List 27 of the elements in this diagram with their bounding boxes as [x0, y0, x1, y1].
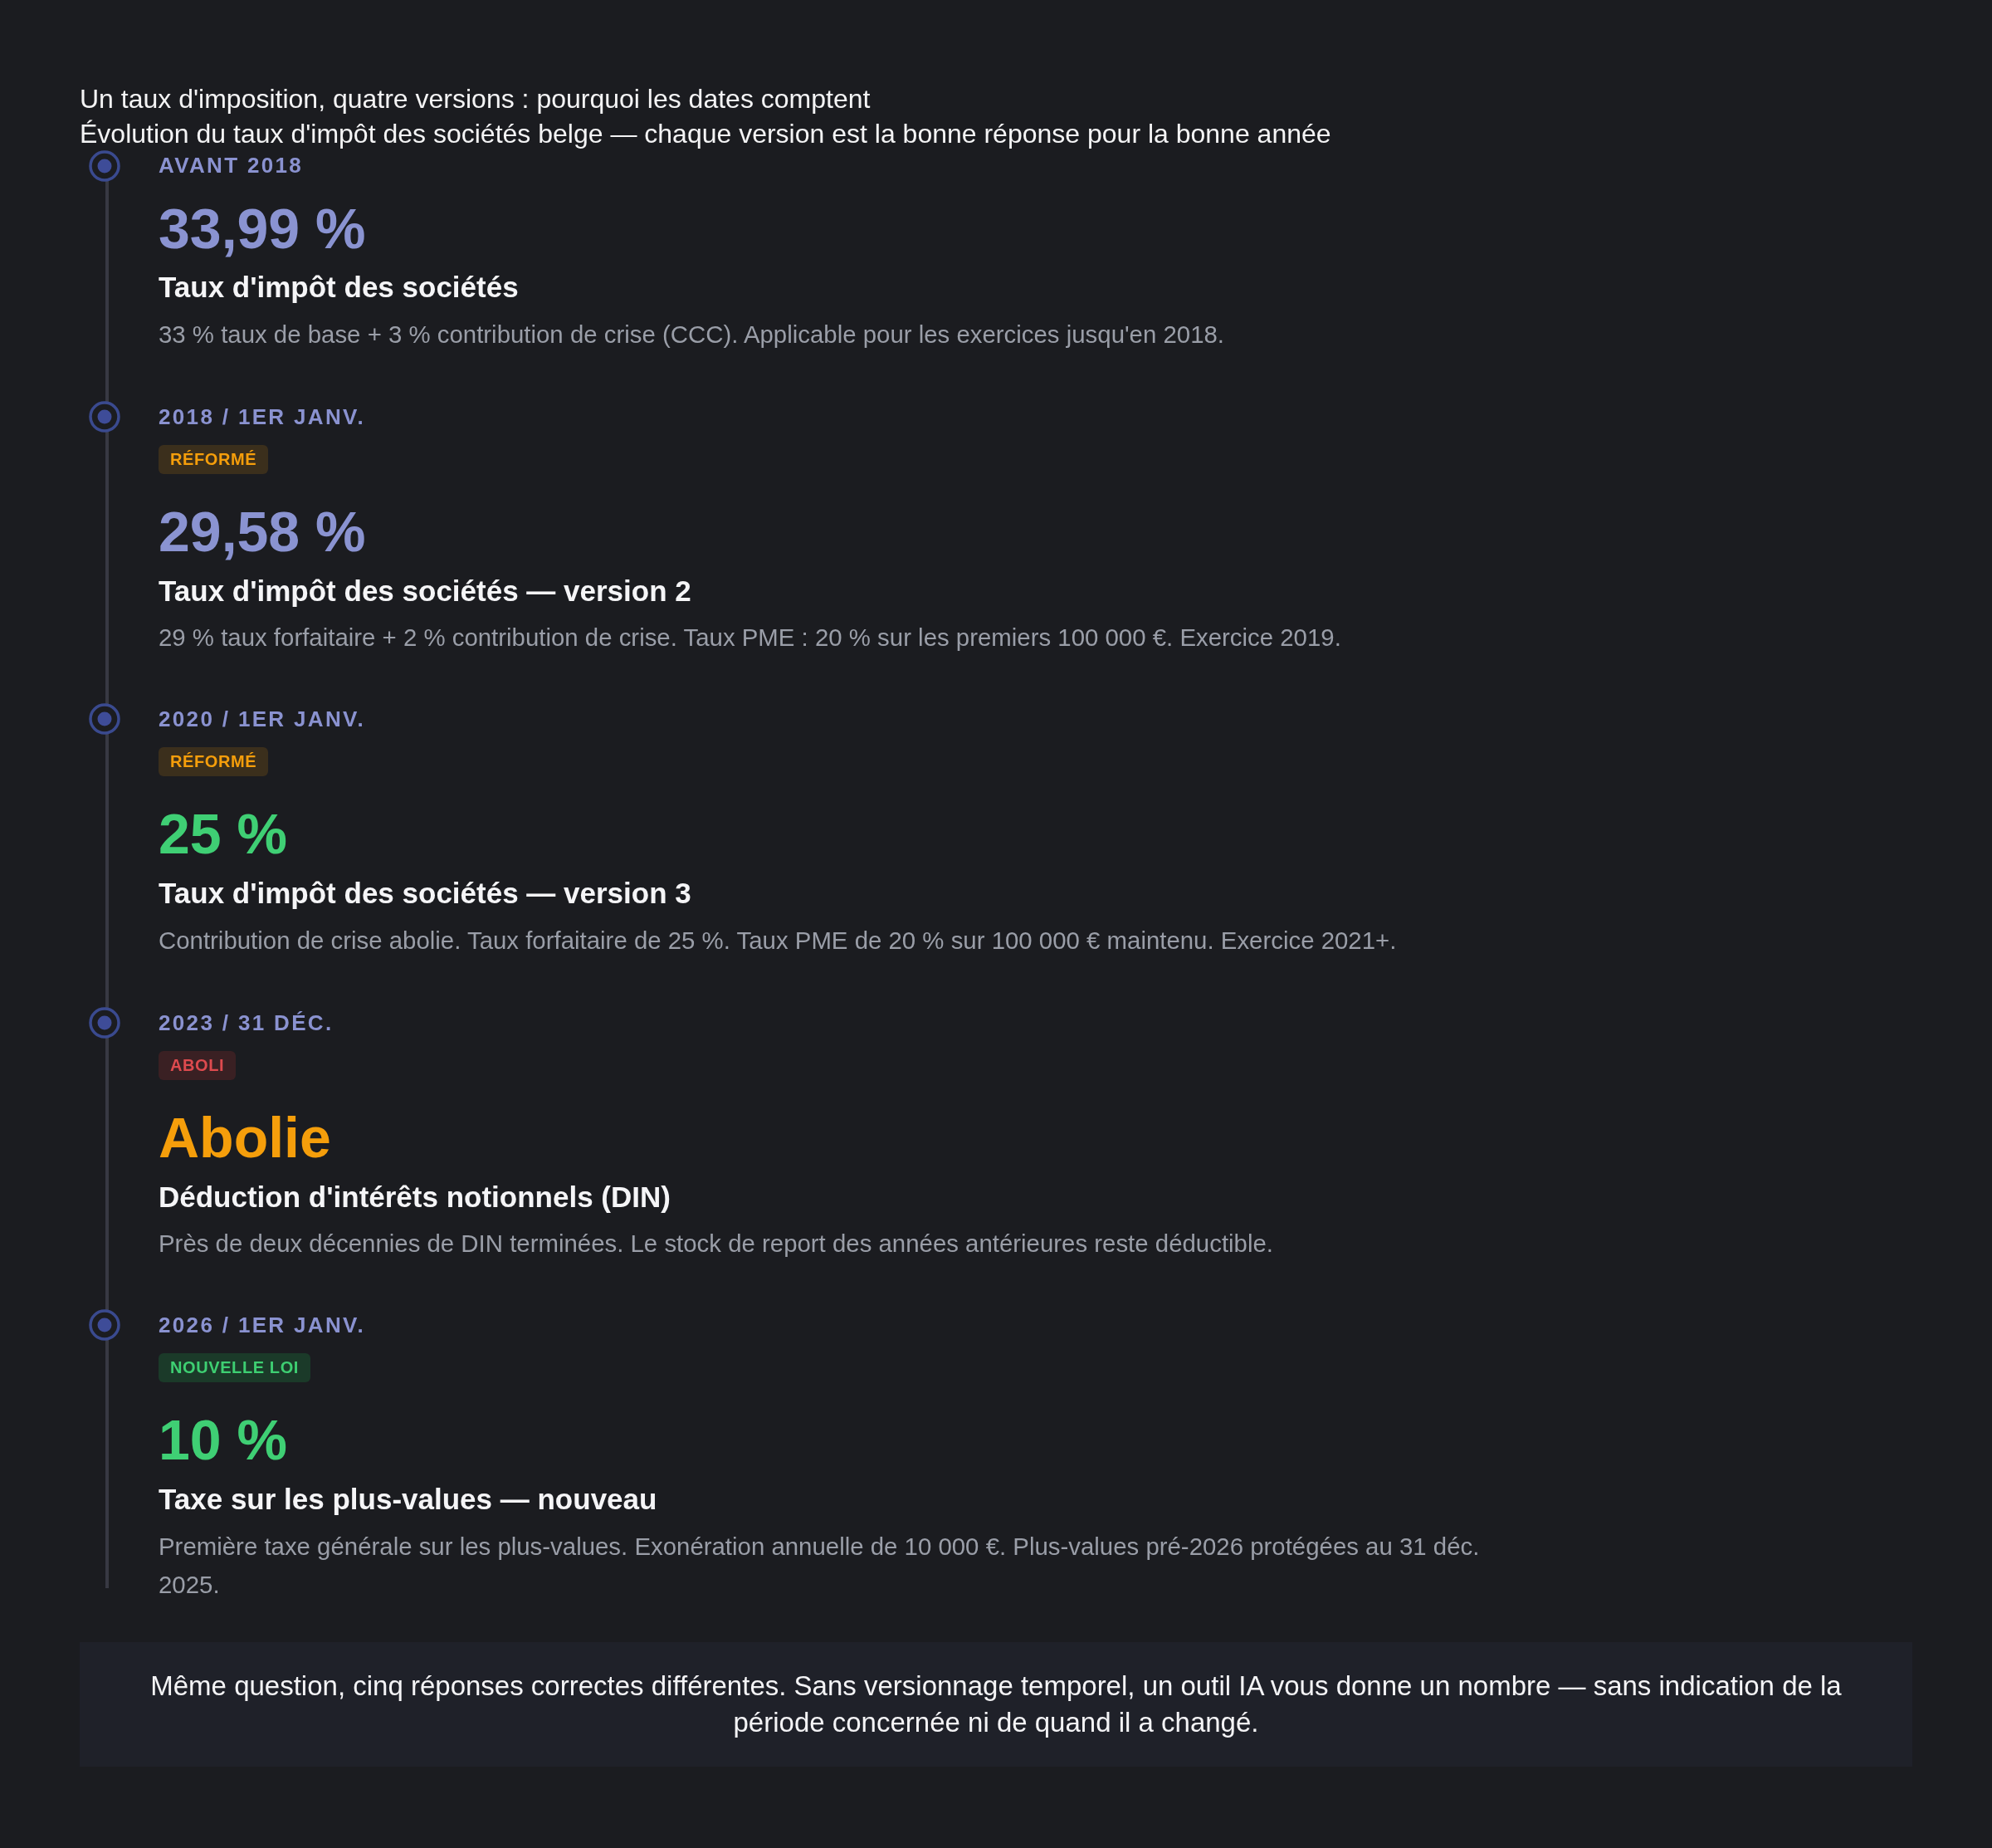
rate-value: Abolie	[159, 1105, 331, 1170]
rate-value: 25 %	[159, 801, 287, 866]
status-tag: RÉFORMÉ	[159, 445, 269, 474]
diagram-title: Un taux d'imposition, quatre versions : pourquoi les dates comptent	[80, 83, 871, 115]
subtitle: Évolution du taux d'impôt des sociétés belge — chaque version est la bonne réponse pour la bonne année	[80, 118, 1331, 150]
entry-description: Près de deux décennies de DIN terminées. Le stock de report des années antérieures reste déductible.	[159, 1229, 1274, 1259]
date-label: AVANT 2018	[159, 153, 304, 178]
note-panel: Même question, cinq réponses correctes différentes. Sans versionnage temporel, un outil IA vous donne un nombre — sans indication de la période concernée ni de quand il a changé.	[80, 1642, 1912, 1767]
entry-description: Contribution de crise abolie. Taux forfaitaire de 25 %. Taux PME de 20 % sur 100 000 € maintenu. Exercice 2021+.	[159, 926, 1398, 956]
rate-value: 10 %	[159, 1407, 287, 1472]
entry-description: 33 % taux de base + 3 % contribution de crise (CCC). Applicable pour les exercices jusqu'en 2018.	[159, 320, 1225, 350]
entry-title: Taxe sur les plus-values — nouveau	[159, 1482, 657, 1517]
entry-title: Taux d'impôt des sociétés — version 2	[159, 574, 691, 609]
rate-value: 33,99 %	[159, 196, 366, 261]
rate-value: 29,58 %	[159, 499, 366, 564]
date-label: 2023 / 31 DÉC.	[159, 1010, 334, 1035]
date-label: 2018 / 1ER JANV.	[159, 404, 365, 429]
entry-title: Déduction d'intérêts notionnels (DIN)	[159, 1180, 671, 1215]
status-tag: RÉFORMÉ	[159, 747, 269, 776]
entry-description: Première taxe générale sur les plus-values. Exonération annuelle de 10 000 €. Plus-values pré-2026 protégées au 31 déc. 2025.	[159, 1532, 1481, 1600]
date-label: 2020 / 1ER JANV.	[159, 706, 365, 731]
entry-title: Taux d'impôt des sociétés	[159, 270, 519, 305]
status-tag: NOUVELLE LOI	[159, 1353, 310, 1382]
entry-title: Taux d'impôt des sociétés — version 3	[159, 876, 691, 911]
date-label: 2026 / 1ER JANV.	[159, 1313, 365, 1337]
status-tag: ABOLI	[159, 1051, 237, 1080]
entry-description: 29 % taux forfaitaire + 2 % contribution de crise. Taux PME : 20 % sur les premiers 100 000 €. Exercice 2019.	[159, 623, 1342, 653]
